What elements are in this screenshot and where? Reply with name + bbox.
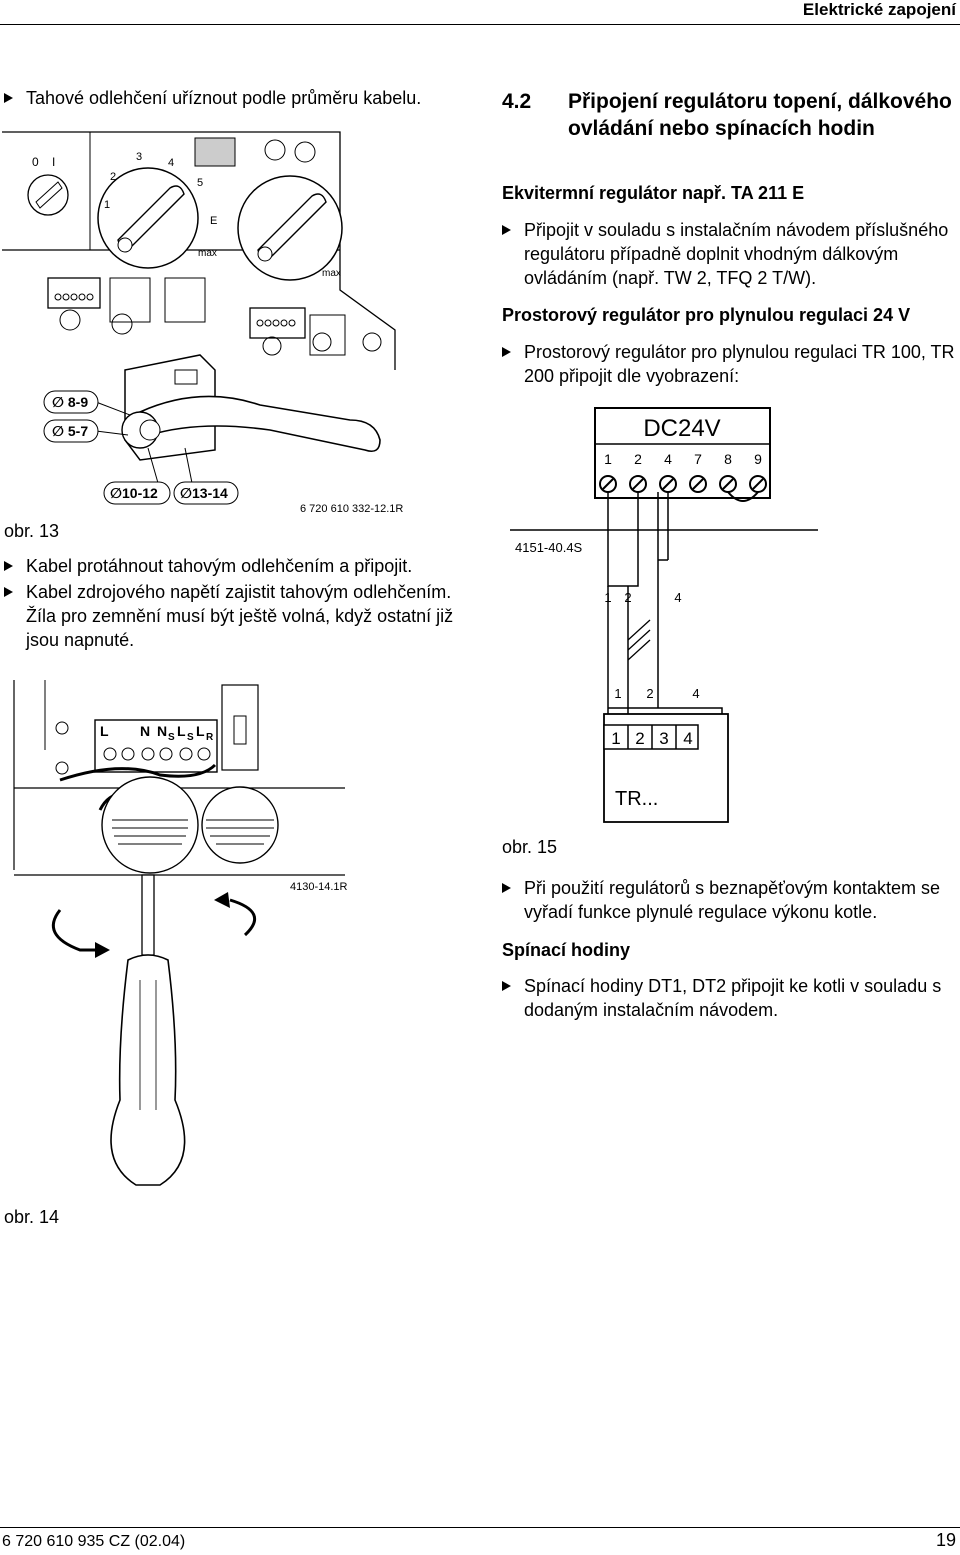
terminal-label-Ls: L <box>177 723 186 739</box>
bullet-connect-tr100: Prostorový regulátor pro plynulou regula… <box>502 340 958 388</box>
label-dia-13-14: ∅13-14 <box>180 485 228 501</box>
tr-label: TR... <box>615 788 658 810</box>
bullet-connect-ta211e: Připojit v souladu s instalačním návodem… <box>502 218 958 290</box>
svg-text:4: 4 <box>168 157 174 169</box>
screwdriver-icon <box>51 874 257 1186</box>
bullet-text: Tahové odlehčení uříznout podle průměru … <box>26 88 422 108</box>
terminal-label-Ns: N <box>157 723 167 739</box>
bullet-text: Kabel zdrojového napětí zajistit tahovým… <box>26 582 452 602</box>
bullet-text: Prostorový regulátor pro plynulou regula… <box>524 342 955 386</box>
figure-15-wiring-diagram: DC24V 1 2 4 7 8 9 4151-40.4S 1 <box>510 407 818 823</box>
svg-text:E: E <box>210 215 217 227</box>
figure-14-mains-terminal: L N N S L S L R 4130-14.1R <box>13 680 348 1186</box>
subheading-weather-compensated: Ekvitermní regulátor např. TA 211 E <box>502 183 805 203</box>
bullet-marker <box>4 93 13 103</box>
bullet-secure-supply-cable: Kabel zdrojového napětí zajistit tahovým… <box>4 580 466 652</box>
bullet-marker <box>4 587 13 597</box>
svg-text:5: 5 <box>197 177 203 189</box>
tr-terminal: 1 <box>611 729 620 748</box>
wire-number: 1 <box>604 590 611 605</box>
figure-14-code: 4130-14.1R <box>290 881 348 893</box>
footer-rule <box>0 1527 960 1528</box>
terminal-sub-s: S <box>168 732 175 743</box>
terminal-sub-s2: S <box>187 732 194 743</box>
bullet-marker <box>502 347 511 357</box>
page-number: 19 <box>935 1530 956 1550</box>
bullet-marker <box>502 883 511 893</box>
figure-13-code: 6 720 610 332-12.1R <box>300 503 403 515</box>
terminal-number: 2 <box>634 451 642 467</box>
svg-text:max: max <box>322 268 341 279</box>
footer-doc-number: 6 720 610 935 CZ (02.04) <box>2 1533 186 1550</box>
terminal-sub-r: R <box>206 732 214 743</box>
section-number: 4.2 <box>502 90 532 113</box>
terminal-number: 7 <box>694 451 702 467</box>
figure-14-caption: obr. 14 <box>4 1207 60 1227</box>
dial-left-icon <box>27 174 69 216</box>
figure-13-caption: obr. 13 <box>4 521 60 541</box>
label-dia-8-9: ∅ 8-9 <box>52 394 88 410</box>
bullet-text: Kabel protáhnout tahovým odlehčením a př… <box>26 556 413 576</box>
dial-heating-icon <box>97 167 199 269</box>
bullet-text: Připojit v souladu s instalačním návodem… <box>524 220 949 288</box>
terminal-block-right-icon <box>249 307 382 356</box>
section-title: Připojení regulátoru topení, dálkového o… <box>568 90 952 140</box>
bullet-text: Spínací hodiny DT1, DT2 připojit ke kotl… <box>524 976 942 1020</box>
earth-symbol-icon <box>55 721 69 735</box>
dial-hot-water-icon <box>237 175 343 281</box>
header-rule <box>0 24 960 25</box>
page-header-title: Elektrické zapojení <box>802 0 956 19</box>
wire-number: 1 <box>614 686 621 701</box>
subheading-timer: Spínací hodiny <box>502 940 631 960</box>
terminal-number: 1 <box>604 451 612 467</box>
figure-15-code: 4151-40.4S <box>515 540 583 555</box>
wire-number: 4 <box>692 686 699 701</box>
bullet-route-cable: Kabel protáhnout tahovým odlehčením a př… <box>4 554 474 578</box>
tr-terminal: 3 <box>659 729 668 748</box>
terminal-label-L: L <box>100 723 109 739</box>
subheading-room-regulator: Prostorový regulátor pro plynulou regula… <box>502 305 911 325</box>
svg-text:1: 1 <box>104 199 110 211</box>
bullet-text: Při použití regulátorů s beznapěťovým ko… <box>524 878 940 922</box>
terminal-block-left-icon <box>47 277 206 335</box>
svg-text:0: 0 <box>32 155 39 169</box>
strain-relief-cutter-icon <box>121 354 381 461</box>
wire-number: 2 <box>624 590 631 605</box>
svg-text:2: 2 <box>110 171 116 183</box>
svg-text:3: 3 <box>136 151 142 163</box>
bullet-cut-strain-relief: Tahové odlehčení uříznout podle průměru … <box>4 86 474 110</box>
wire-number: 4 <box>674 590 681 605</box>
bullet-connect-timer: Spínací hodiny DT1, DT2 připojit ke kotl… <box>502 974 958 1022</box>
tr-terminal: 2 <box>635 729 644 748</box>
bullet-marker <box>4 561 13 571</box>
label-dia-10-12: ∅10-12 <box>110 485 158 501</box>
terminal-number: 8 <box>724 451 732 467</box>
tr-terminal: 4 <box>683 729 692 748</box>
bullet-potential-free-contact: Při použití regulátorů s beznapěťovým ko… <box>502 876 958 924</box>
wire-number: 2 <box>646 686 653 701</box>
label-dia-5-7: ∅ 5-7 <box>52 423 88 439</box>
terminal-number: 4 <box>664 451 672 467</box>
svg-text:max: max <box>198 248 217 259</box>
bullet-marker <box>502 225 511 235</box>
dc24v-label: DC24V <box>643 415 720 442</box>
svg-text:I: I <box>52 155 55 169</box>
terminal-label-N: N <box>140 723 150 739</box>
terminal-number: 9 <box>754 451 762 467</box>
figure-13-boiler-panel: 0 I 1 2 3 4 5 E max max <box>2 131 403 515</box>
terminal-label-Lr: L <box>196 723 205 739</box>
bullet-marker <box>502 981 511 991</box>
figure-15-caption: obr. 15 <box>502 837 558 857</box>
bullet-text-continued: Žíla pro zemnění musí být ještě volná, k… <box>26 606 454 650</box>
